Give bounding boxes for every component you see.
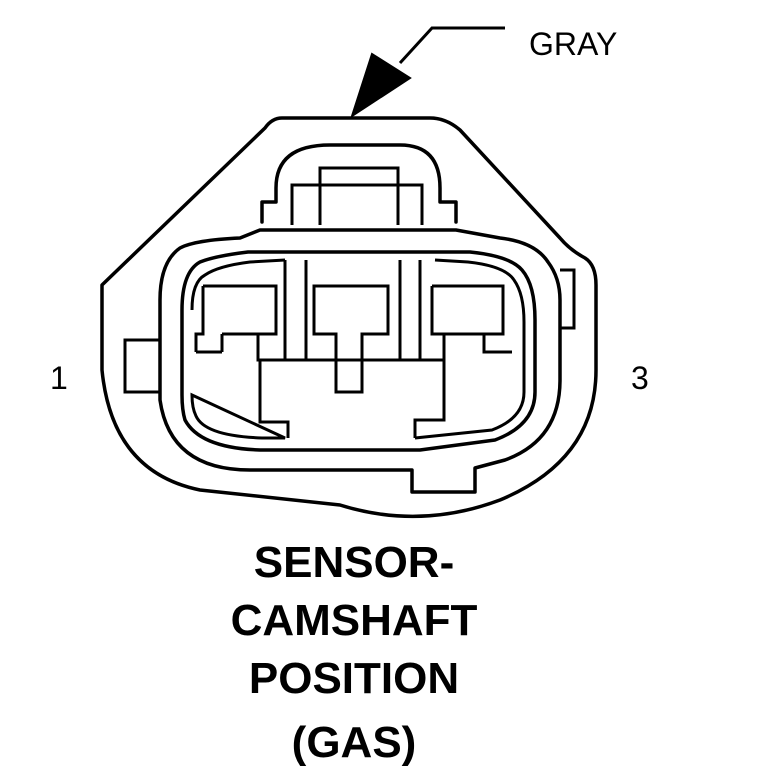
terminal-3 (413, 284, 512, 438)
terminal-cavity-outline (180, 250, 537, 452)
right-key (560, 268, 576, 330)
locking-latch (260, 143, 458, 224)
connector-housing-inner (158, 228, 562, 494)
title-line-3: POSITION (248, 654, 460, 703)
title-line-4: (GAS) (291, 718, 417, 767)
latch-window (290, 166, 424, 225)
title-line-1: SENSOR- (253, 538, 455, 587)
terminal-2 (312, 284, 390, 394)
wire-color-label: GRAY (529, 26, 618, 62)
connector-housing-outer (100, 116, 598, 519)
left-key (123, 338, 160, 394)
terminal-cavity-inner (190, 258, 526, 440)
pin-3-label: 3 (631, 360, 649, 396)
title-line-2: CAMSHAFT (230, 596, 478, 645)
terminal-1 (194, 284, 290, 438)
color-leader (350, 26, 505, 119)
cavity-ribs (283, 260, 422, 362)
leader-arrowhead (350, 52, 412, 119)
pin-1-label: 1 (50, 360, 68, 396)
